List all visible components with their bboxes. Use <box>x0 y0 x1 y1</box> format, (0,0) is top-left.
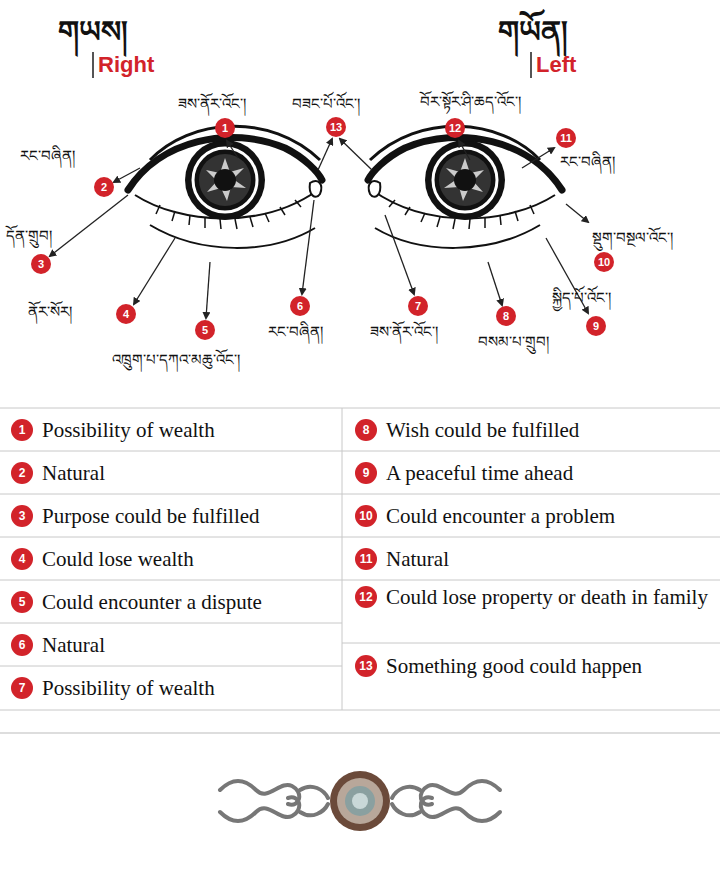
callout-number: 6 <box>290 296 310 316</box>
callout-number: 11 <box>556 128 576 148</box>
callout-text: སྡུག་བསྔལ་འོང་། <box>592 228 673 248</box>
table-number: 3 <box>11 505 33 527</box>
callout-text: རང་བཞིན། <box>560 152 615 172</box>
callout-text: འཁྲུག་པ་དཀའ་མཆུ་འོང་། <box>112 350 240 370</box>
ornament <box>220 781 500 821</box>
callout-number: 12 <box>445 118 465 138</box>
callout-number: 9 <box>586 316 606 336</box>
table-meaning: Natural <box>386 547 712 572</box>
table-number: 2 <box>11 462 33 484</box>
table-number: 8 <box>355 419 377 441</box>
table-meaning: Natural <box>42 633 334 658</box>
callout-number: 7 <box>408 296 428 316</box>
callout-text: བཟང་པོ་འོང་། <box>292 94 360 114</box>
callout-text: ཟས་ནོར་འོང་། <box>178 94 246 114</box>
table-number: 10 <box>355 505 377 527</box>
table-meaning: Wish could be fulfilled <box>386 418 712 443</box>
side-heading: གཡོན། <box>498 14 568 50</box>
table-meaning: A peaceful time ahead <box>386 461 712 486</box>
callout-number: 10 <box>594 252 614 272</box>
callout-text: ཟས་ནོར་འོང་། <box>370 322 438 342</box>
table-number: 12 <box>355 586 377 608</box>
callout-text: རང་བཞིན། <box>268 322 323 342</box>
callout-text: སྐྱིད་པོ་འོང་། <box>552 288 611 308</box>
callout-text: བོར་སྟོར་ཤི་ཆད་འོང་། <box>420 92 521 112</box>
callout-number: 2 <box>94 177 114 197</box>
table-number: 6 <box>11 634 33 656</box>
table-meaning: Could lose property or death in family <box>386 585 712 610</box>
callout-text: ནོར་སོར། <box>28 302 72 322</box>
callout-number: 3 <box>31 254 51 274</box>
eye-drawing <box>128 126 322 248</box>
table-meaning: Could encounter a dispute <box>42 590 334 615</box>
callout-number: 5 <box>195 320 215 340</box>
callout-number: 4 <box>116 304 136 324</box>
table-meaning: Purpose could be fulfilled <box>42 504 334 529</box>
side-heading: གཡས། <box>58 14 128 50</box>
table-meaning: Could lose wealth <box>42 547 334 572</box>
callout-text: རང་བཞིན། <box>20 146 75 166</box>
side-heading-english: Left <box>536 52 576 78</box>
side-heading-english: Right <box>98 52 154 78</box>
table-number: 11 <box>355 548 377 570</box>
callout-number: 8 <box>496 306 516 326</box>
table-meaning: Natural <box>42 461 334 486</box>
callout-number: 1 <box>215 118 235 138</box>
callout-text: བསམ་པ་གྲུབ། <box>478 332 549 352</box>
table-number: 5 <box>11 591 33 613</box>
callout-text: དོན་གྲུབ། <box>6 226 52 246</box>
table-meaning: Possibility of wealth <box>42 418 334 443</box>
table-meaning: Something good could happen <box>386 654 712 679</box>
table-number: 9 <box>355 462 377 484</box>
table-number: 7 <box>11 677 33 699</box>
table-meaning: Could encounter a problem <box>386 504 712 529</box>
table-number: 1 <box>11 419 33 441</box>
table-meaning: Possibility of wealth <box>42 676 334 701</box>
callout-number: 13 <box>326 117 346 137</box>
table-number: 4 <box>11 548 33 570</box>
table-number: 13 <box>355 655 377 677</box>
